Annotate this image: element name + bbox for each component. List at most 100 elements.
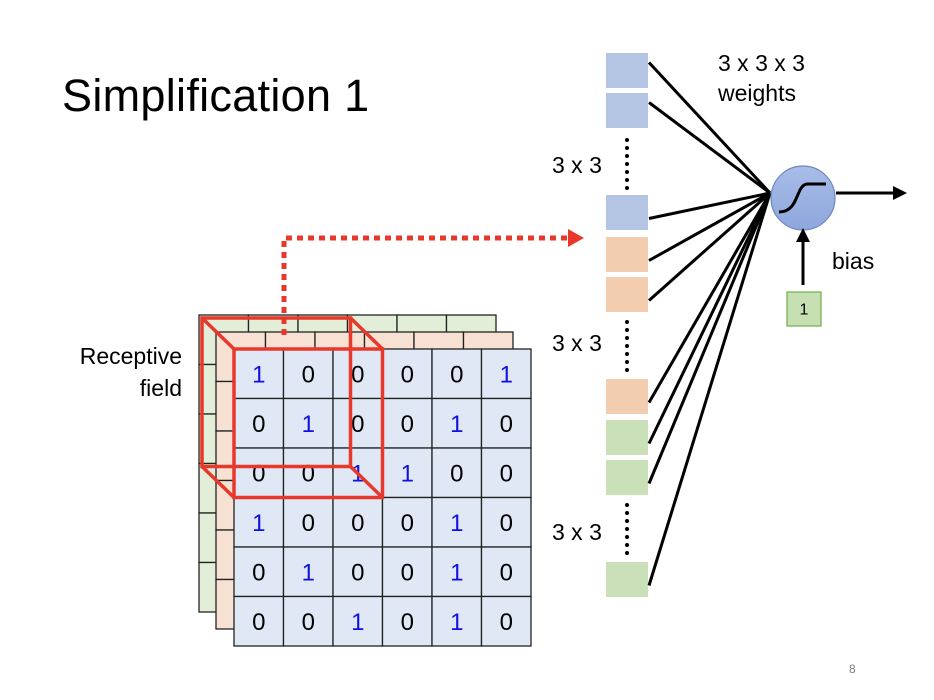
ellipsis-dot — [625, 535, 629, 539]
weight-box — [606, 53, 648, 88]
weight-connection-line — [648, 101, 771, 195]
receptive-field-highlight — [200, 316, 385, 500]
cell-value: 1 — [500, 361, 513, 388]
cell-value: 1 — [302, 411, 315, 438]
weight-box — [606, 277, 648, 312]
grid-cell — [381, 496, 433, 548]
grid-cell — [480, 595, 532, 647]
weight-connections — [647, 61, 772, 586]
page-number: 8 — [849, 662, 856, 676]
cell-value: 0 — [450, 361, 463, 388]
group-label-green: 3 x 3 — [552, 519, 602, 545]
grid-cell — [282, 348, 334, 400]
ellipsis-dot — [625, 368, 629, 372]
receptive-field-back — [200, 316, 353, 469]
ellipsis-dot — [625, 170, 629, 174]
cell-value: 0 — [401, 361, 414, 388]
cell-value: 0 — [252, 460, 265, 487]
bias-input-value: 1 — [800, 302, 809, 319]
cell-value: 0 — [252, 559, 265, 586]
cell-value: 0 — [302, 609, 315, 636]
grid-cell — [431, 595, 483, 647]
receptive-field-edge — [200, 316, 236, 351]
grid-cell — [480, 397, 532, 449]
cell-value: 0 — [351, 411, 364, 438]
weight-box — [606, 379, 648, 414]
cell-value: 0 — [401, 559, 414, 586]
weight-connection-line — [647, 192, 772, 586]
grid-cell — [282, 447, 334, 499]
cell-value: 0 — [500, 559, 513, 586]
cell-value: 0 — [401, 411, 414, 438]
cell-value: 0 — [351, 559, 364, 586]
weight-connection-line — [647, 192, 772, 445]
grid-cell — [480, 447, 532, 499]
cell-value: 1 — [450, 411, 463, 438]
weight-box — [606, 93, 648, 128]
grid-cell — [282, 397, 334, 449]
ellipsis-dot — [625, 154, 629, 158]
weights-label: weights — [718, 80, 796, 106]
ellipsis-dot — [625, 178, 629, 182]
cell-value: 0 — [302, 460, 315, 487]
cell-value: 1 — [252, 361, 265, 388]
ellipsis-dot — [625, 336, 629, 340]
sigmoid-icon — [778, 182, 826, 214]
weight-box — [606, 237, 648, 272]
weight-box — [606, 420, 648, 455]
receptive-field-edge — [349, 316, 384, 351]
ellipsis-dot — [625, 162, 629, 166]
weight-box — [606, 195, 648, 230]
ellipsis-dot — [625, 146, 629, 150]
cell-value: 0 — [500, 510, 513, 537]
grid-cell — [431, 546, 483, 598]
ellipsis-dot — [625, 551, 629, 555]
grid-cell — [282, 546, 334, 598]
ellipsis-dot — [625, 519, 629, 523]
input-volume: 100001010010001100100010010010001010 — [198, 314, 532, 647]
cell-value: 0 — [302, 510, 315, 537]
dotted-arrow-line — [281, 235, 568, 335]
group-label-blue: 3 x 3 — [552, 152, 602, 178]
bias-label: bias — [832, 248, 875, 274]
arrows — [281, 186, 907, 335]
grid-cell — [480, 496, 532, 548]
grid-cell — [282, 595, 334, 647]
weight-connection-line — [647, 192, 772, 404]
cell-value: 0 — [302, 361, 315, 388]
ellipsis-dot — [625, 543, 629, 547]
cell-value: 0 — [450, 460, 463, 487]
ellipsis-dot — [625, 320, 629, 324]
cell-value: 0 — [500, 460, 513, 487]
weight-connection-line — [647, 192, 772, 485]
output-arrowhead-icon — [893, 186, 907, 200]
slide-title: Simplification 1 — [62, 70, 370, 121]
cell-value: 0 — [252, 411, 265, 438]
weight-connection-line — [648, 191, 771, 302]
cell-value: 1 — [302, 559, 315, 586]
ellipsis-dot — [625, 138, 629, 142]
cell-value: 0 — [252, 609, 265, 636]
grid-cell — [332, 496, 384, 548]
weight-connection-line — [648, 191, 771, 262]
weight-connection-line — [647, 61, 772, 195]
cell-value: 0 — [500, 609, 513, 636]
cell-value: 1 — [450, 559, 463, 586]
group-label-orange: 3 x 3 — [552, 330, 602, 356]
neuron: 1 — [770, 165, 836, 327]
receptive-field-edge — [200, 465, 236, 499]
ellipsis-dot — [625, 527, 629, 531]
ellipsis-dot — [625, 352, 629, 356]
cell-value: 1 — [252, 510, 265, 537]
cell-value: 1 — [450, 609, 463, 636]
grid-cell — [233, 447, 285, 499]
cell-value: 0 — [401, 609, 414, 636]
neuron-circle — [770, 165, 836, 231]
ellipsis-dot — [625, 503, 629, 507]
weight-box — [606, 460, 648, 495]
ellipsis-dot — [625, 328, 629, 332]
weight-column — [606, 53, 648, 597]
cell-value: 1 — [450, 510, 463, 537]
receptive-field-front — [232, 347, 385, 500]
